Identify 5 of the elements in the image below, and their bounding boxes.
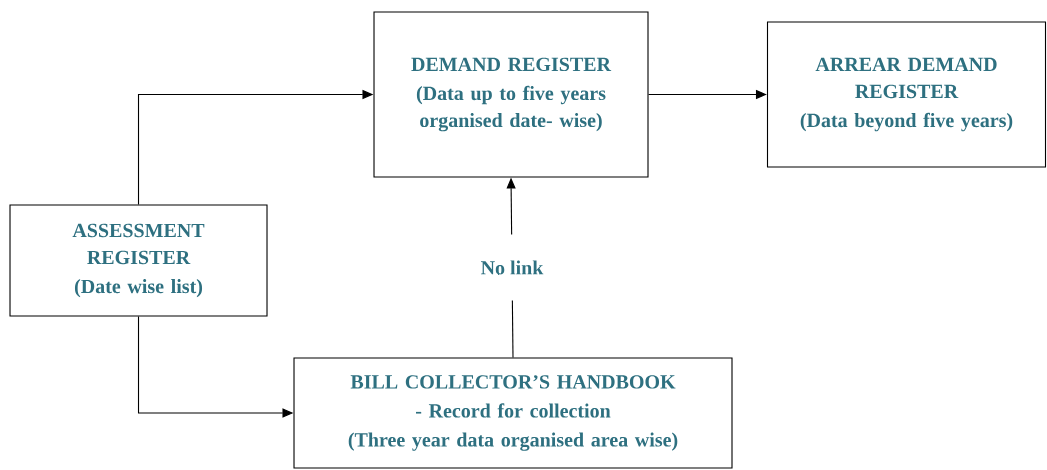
- register-box: ARREAR DEMAND REGISTER (Data beyond five years): [766, 21, 1047, 168]
- register-box: BILL COLLECTOR’S HANDBOOK - Record for collection (Three year data organised area wise): [293, 357, 733, 469]
- register-box: DEMAND REGISTER (Data up to five years organised date- wise): [373, 11, 649, 178]
- edge-label: No link: [476, 234, 548, 301]
- register-box: ASSESSMENT REGISTER (Date wise list): [9, 204, 268, 317]
